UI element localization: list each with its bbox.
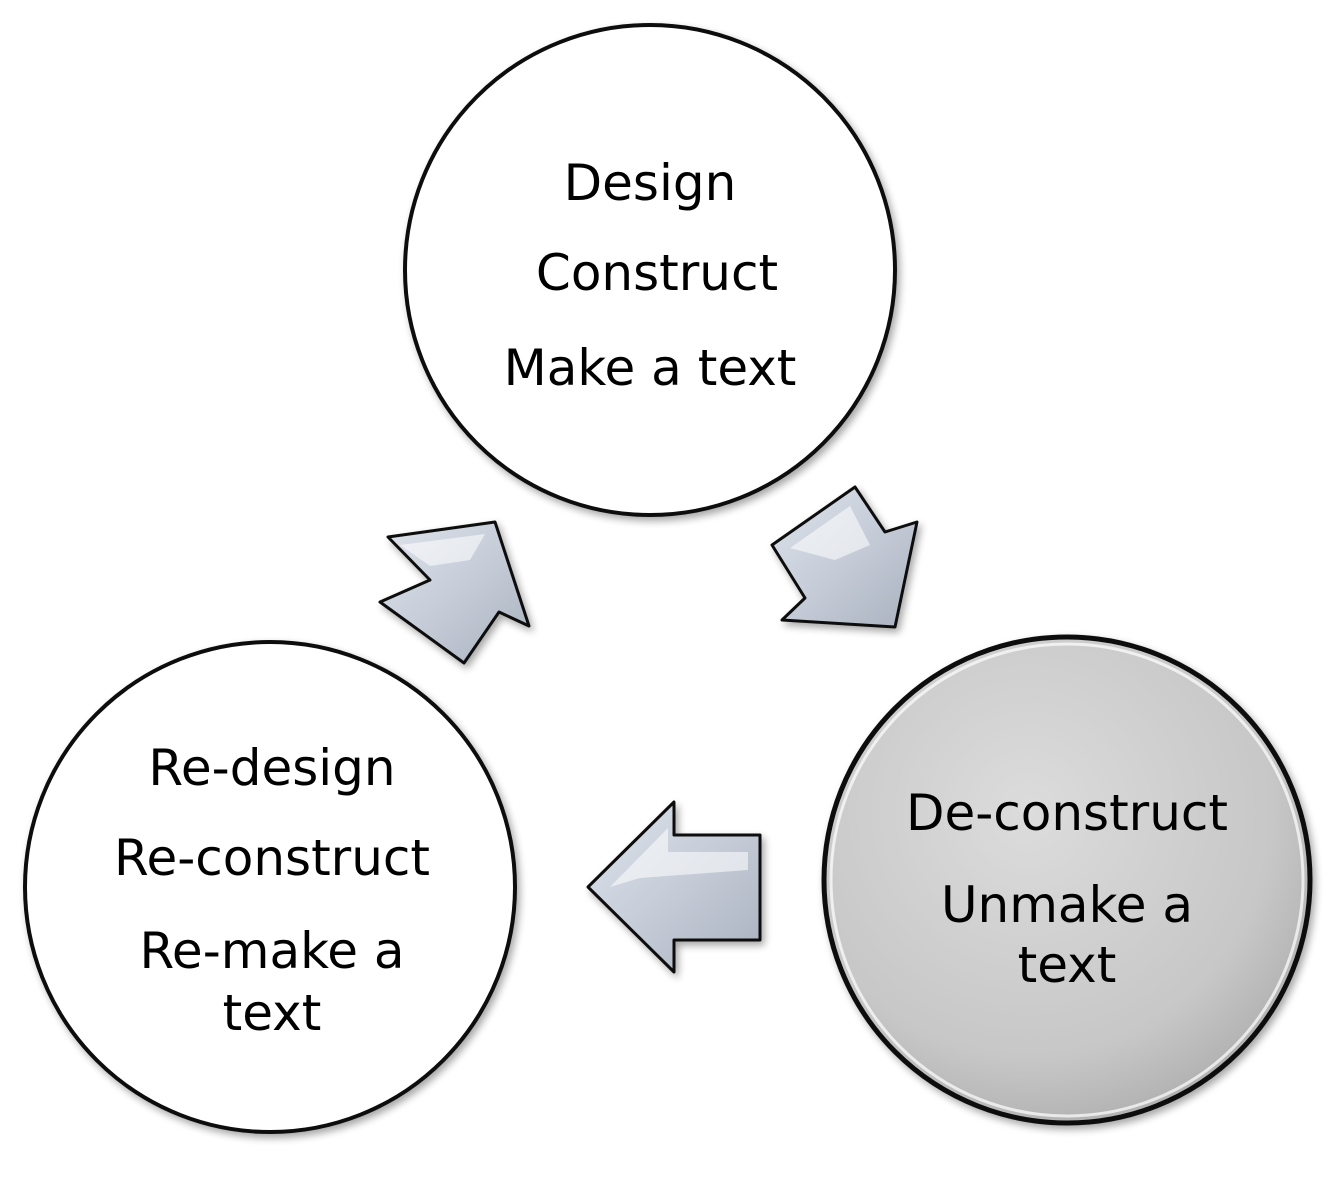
arrow-design-to-deconstruct — [770, 485, 919, 629]
node-redesign-circle — [23, 640, 517, 1134]
arrow-redesign-to-design-shape — [378, 520, 531, 665]
node-deconstruct-line-3: text — [1018, 936, 1117, 994]
node-design-line-3: Make a text — [504, 339, 797, 397]
arrow-redesign-to-design-gloss — [400, 534, 485, 566]
node-deconstruct-line-2: Unmake a — [941, 876, 1193, 934]
node-redesign-line-3: Re-make a — [139, 922, 404, 980]
arrow-redesign-to-design — [378, 520, 531, 665]
node-design-line-2: Construct — [536, 244, 778, 302]
node-deconstruct-circle — [821, 634, 1313, 1126]
node-redesign: Re-design Re-construct Re-make a text — [23, 640, 517, 1134]
arrow-design-to-deconstruct-shape — [770, 485, 919, 629]
node-redesign-line-1: Re-design — [148, 739, 395, 797]
arrow-design-to-deconstruct-gloss — [790, 506, 870, 560]
node-design: Design Construct Make a text — [403, 23, 897, 517]
node-redesign-line-2: Re-construct — [114, 829, 430, 887]
node-redesign-line-4: text — [223, 984, 322, 1042]
node-deconstruct-line-1: De-construct — [906, 784, 1228, 842]
arrow-deconstruct-to-redesign — [586, 800, 762, 974]
node-design-line-1: Design — [564, 154, 737, 212]
arrow-deconstruct-to-redesign-shape — [586, 800, 762, 974]
node-deconstruct: De-construct Unmake a text — [821, 634, 1313, 1126]
arrow-deconstruct-to-redesign-gloss — [610, 828, 748, 887]
node-design-circle — [403, 23, 897, 517]
node-deconstruct-rim — [829, 642, 1305, 1118]
